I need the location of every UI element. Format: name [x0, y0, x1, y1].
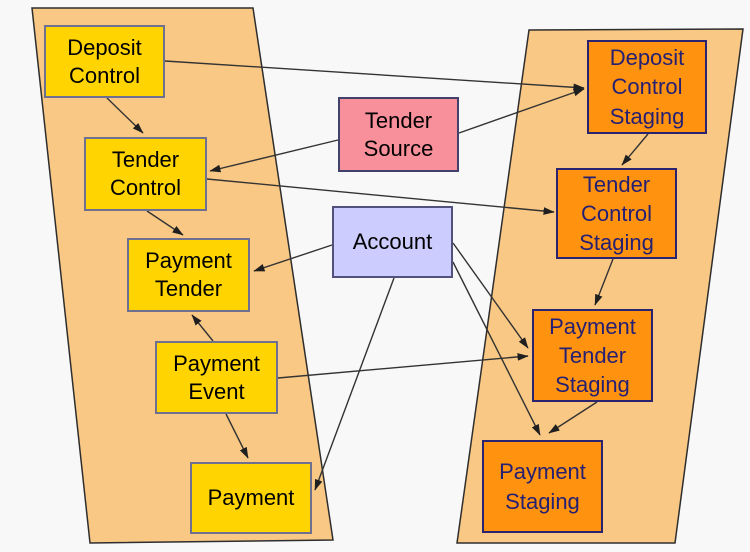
edge-deposit_control-to-tender_control: [106, 97, 144, 134]
edge-deposit_control_staging-to-tender_control_staging: [621, 133, 649, 166]
edge-account-to-payment_tender: [253, 244, 333, 272]
node-tender-source: Tender Source: [338, 97, 459, 172]
node-payment-staging: Payment Staging: [482, 440, 603, 533]
node-payment: Payment: [190, 462, 312, 534]
edge-tender_control-to-payment_tender: [146, 210, 184, 236]
staging-tables-panel: [456, 28, 744, 544]
edge-tender_source-to-tender_control: [209, 139, 339, 173]
node-tender-control-staging: Tender Control Staging: [556, 168, 677, 259]
node-account: Account: [332, 206, 453, 278]
edge-payment_event-to-payment_tender_staging: [277, 353, 529, 379]
edge-payment_event-to-payment_tender: [191, 314, 214, 342]
edge-payment_event-to-payment: [225, 413, 249, 459]
edge-deposit_control-to-deposit_control_staging: [164, 60, 585, 92]
node-tender-control: Tender Control: [84, 137, 207, 211]
edge-account-to-payment_staging: [452, 261, 541, 436]
edge-account-to-payment_tender_staging: [452, 242, 529, 349]
edge-tender_control-to-tender_control_staging: [206, 178, 555, 215]
node-payment-tender: Payment Tender: [127, 238, 250, 312]
node-payment-event: Payment Event: [155, 341, 278, 414]
edge-tender_control_staging-to-payment_tender_staging: [594, 258, 614, 306]
node-deposit-control-staging: Deposit Control Staging: [587, 40, 707, 134]
edge-tender_source-to-deposit_control_staging: [458, 88, 585, 134]
edge-payment_tender_staging-to-payment_staging: [548, 401, 598, 434]
node-deposit-control: Deposit Control: [44, 25, 165, 98]
edge-account-to-payment: [314, 277, 395, 491]
node-payment-tender-staging: Payment Tender Staging: [532, 309, 653, 402]
